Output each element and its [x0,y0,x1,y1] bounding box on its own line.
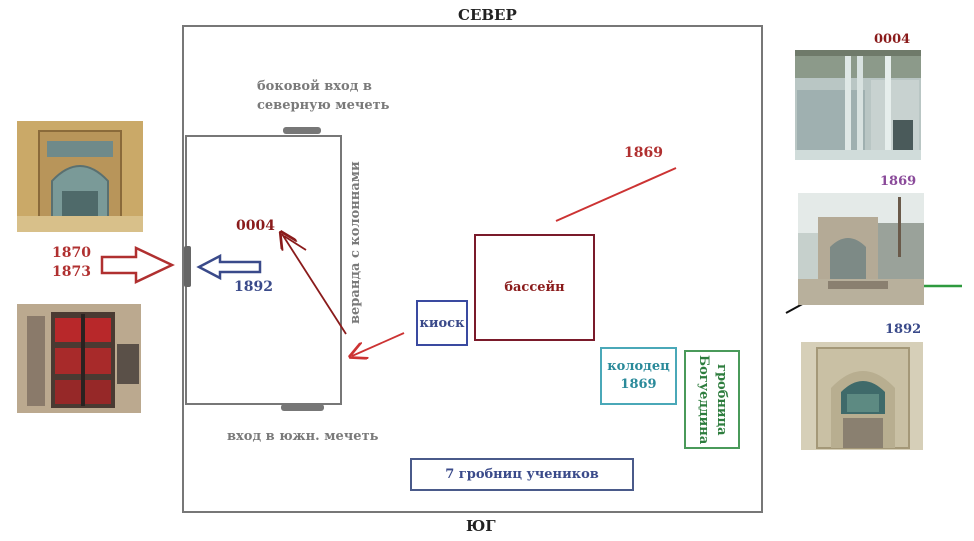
mosque-code-label: 0004 [236,218,275,234]
door-photo [17,304,141,413]
south-entrance-label: вход в южн. мечеть [227,429,379,444]
photo-label-1869: 1869 [880,174,917,189]
kiosk-box: киоск [416,300,468,346]
door-year-1873: 1873 [52,264,91,280]
portal-photo [17,121,143,232]
well-label: колодец [607,359,670,374]
kiosk-label: киоск [419,315,465,331]
well-box: колодец 1869 [600,347,677,405]
veranda-arrow [282,234,347,335]
student-tombs-box: 7 гробниц учеников [410,458,634,491]
arrow-year-1869: 1869 [624,145,663,161]
north-label: СЕВЕР [458,6,517,24]
door-photo-art [17,304,141,413]
door-year-1870: 1870 [52,245,91,261]
door-entry-arrow [100,246,175,284]
pool-label: бассейн [504,280,565,295]
pool-photo [798,193,924,305]
student-tombs-label: 7 гробниц учеников [445,467,599,482]
courtyard-outline [182,25,763,513]
south-label: ЮГ [466,517,496,535]
kiosk-arrow [352,332,405,356]
year-1869-line [555,167,677,222]
veranda-label: веранда с колоннами [348,161,363,324]
pool-photo-art [798,193,924,305]
tomb-photo [801,342,923,450]
photo-label-0004: 0004 [874,32,911,47]
portal-photo-art [17,121,143,232]
pool-box: бассейн [474,234,595,341]
well-year: 1869 [620,377,657,392]
tomb-photo-art [801,342,923,450]
colonnade-photo [795,50,921,160]
veranda-arrow-spur [283,235,307,251]
tomb-box: гробница Богуеддина [684,350,740,449]
door-year-1892: 1892 [234,279,273,295]
colonnade-photo-art [795,50,921,160]
photo-label-1892: 1892 [885,322,922,337]
west-door-marker [184,246,191,287]
door-exit-arrow [196,253,262,281]
side-entrance-label: боковой вход в северную мечеть [257,79,390,113]
south-entrance-marker [281,404,324,411]
north-entrance-marker [283,127,321,134]
tomb-label: гробница Богуеддина [696,354,729,445]
